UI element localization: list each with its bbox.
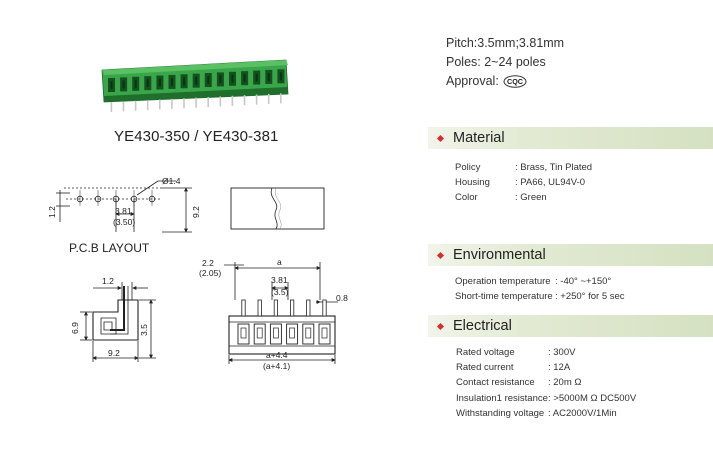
section-title-material: Material: [453, 130, 505, 146]
pcb-hole-dia-label: Ø1.4: [162, 176, 181, 186]
model-title: YE430-350 / YE430-381: [114, 128, 279, 145]
front-cell: [302, 323, 315, 345]
connector-pin: [195, 97, 197, 108]
front-pitch-label: 3.81: [271, 275, 288, 285]
approval-label: Approval:: [446, 74, 499, 88]
section-electrical: Electrical: [428, 315, 713, 337]
connector-pin: [146, 100, 149, 111]
pcb-pitch-alt-label: (3.50): [113, 217, 135, 227]
side-view-drawing: [80, 282, 156, 362]
front-offset-alt-label: (2.05): [199, 268, 221, 278]
front-pin: [273, 299, 279, 317]
front-cell: [286, 323, 299, 345]
front-pin: [257, 299, 262, 317]
poles-spec: Poles: 2~24 poles: [446, 55, 546, 69]
side-bottom-label: 9.2: [108, 348, 120, 358]
connector-pin: [183, 98, 185, 109]
pcb-layout-title: P.C.B LAYOUT: [69, 241, 150, 255]
side-top-label: 1.2: [102, 276, 114, 286]
material-row: Policy: Brass, Tin Plated: [455, 162, 593, 173]
connector-pin: [159, 99, 161, 110]
front-total-alt-label: (a+4.1): [263, 361, 290, 371]
front-view-drawing: [224, 262, 338, 364]
material-row: Housing: PA66, UL94V-0: [455, 177, 586, 189]
pcb-layout-drawing: [56, 180, 192, 233]
front-cell: [269, 323, 282, 345]
electrical-row: Rated current: 12A: [456, 362, 571, 374]
material-row: Color: Green: [455, 192, 547, 204]
front-cell: [237, 323, 250, 345]
top-specs: Pitch:3.5mm;3.81mm Poles: 2~24 poles App…: [446, 34, 564, 91]
pcb-total-label: 9.2: [191, 206, 201, 218]
connector-pin: [231, 95, 234, 106]
cqc-logo-icon: CQC: [503, 75, 527, 88]
front-pin: [289, 299, 295, 317]
front-pin-label: 0.8: [336, 293, 348, 303]
front-pin: [306, 299, 311, 317]
approval-spec: Approval: CQC: [446, 72, 564, 91]
material-table: Policy: Brass, Tin Plated Housing: PA66,…: [455, 160, 592, 206]
front-total-label: a+4.4: [266, 350, 288, 360]
connector-pin: [219, 96, 222, 107]
electrical-row: Withstanding voltage: AC2000V/1Min: [456, 407, 617, 419]
front-cell: [253, 323, 266, 345]
pcb-pitch-label: 3.81: [115, 206, 132, 216]
connector-pin: [110, 102, 113, 112]
electrical-row: Rated voltage: 300V: [456, 347, 576, 358]
connector-pin: [134, 100, 137, 111]
connector-pin: [280, 93, 282, 104]
pcb-height-label: 1.2: [47, 206, 57, 218]
front-pin: [241, 299, 246, 317]
electrical-row: Insulation1 resistance: >5000M Ω DC500V: [456, 392, 637, 404]
technical-drawings: Ø1.4 3.81 (3.50) 1.2 9.2 P.C.B LAYOUT: [47, 176, 348, 371]
side-left-label: 6.9: [70, 322, 80, 334]
environmental-table: Operation temperature: -40° ~+150° Short…: [455, 274, 625, 304]
electrical-row: Contact resistance: 20m Ω: [456, 377, 582, 389]
front-a-label: a: [277, 257, 282, 267]
front-cell: [318, 323, 331, 345]
section-bullet-icon: [436, 251, 445, 259]
environmental-row: Operation temperature: -40° ~+150°: [455, 276, 612, 287]
section-bullet-icon: [436, 134, 445, 142]
connector-pin: [267, 93, 270, 104]
section-title-electrical: Electrical: [453, 318, 512, 334]
electrical-table: Rated voltage: 300V Rated current: 12A C…: [456, 345, 636, 421]
cqc-logo-text: CQC: [507, 77, 523, 86]
section-material: Material: [428, 127, 713, 149]
side-right-label: 3.5: [139, 324, 149, 336]
section-title-environmental: Environmental: [453, 247, 546, 263]
pitch-spec: Pitch:3.5mm;3.81mm: [446, 36, 565, 50]
connector-pin: [122, 101, 125, 112]
front-pitch-alt-label: (3.5): [271, 287, 289, 297]
front-offset-label: 2.2: [202, 258, 214, 268]
connector-pin: [255, 94, 258, 105]
environmental-row: Short-time temperature: +250° for 5 sec: [455, 291, 625, 303]
connector-pin: [171, 98, 173, 109]
connector-pin: [243, 95, 246, 106]
break-view-drawing: [230, 187, 325, 230]
section-environmental: Environmental: [428, 244, 713, 266]
product-photo: [101, 59, 289, 112]
connector-pin: [207, 97, 209, 108]
front-pin: [322, 299, 327, 317]
section-bullet-icon: [436, 322, 445, 330]
